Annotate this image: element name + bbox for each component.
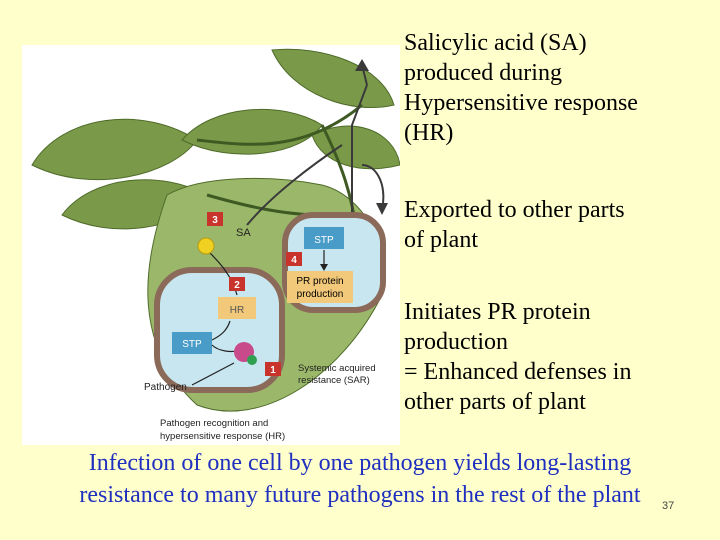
sa-dot <box>197 237 215 255</box>
stp-box-top <box>304 227 344 249</box>
hr-box <box>218 297 256 319</box>
stp-left-label: STP <box>182 339 202 350</box>
step-badge-3: 3 <box>207 212 223 226</box>
bullet-pr-protein: Initiates PR protein production = Enhanc… <box>404 299 632 415</box>
svg-text:3: 3 <box>212 215 218 226</box>
pr-protein-box <box>287 271 353 303</box>
svg-text:1: 1 <box>270 365 276 376</box>
pr-line2: production <box>297 289 344 300</box>
hr-label: HR <box>230 305 244 316</box>
caption-line1: Infection of one cell by one pathogen yi… <box>88 450 632 476</box>
sar-label-line1: Systemic acquired <box>298 363 376 374</box>
step-badge-1: 1 <box>265 362 281 376</box>
svg-text:2: 2 <box>234 280 240 291</box>
step-badge-4: 4 <box>286 252 302 266</box>
sar-diagram-svg: STP PR protein production HR STP SA <box>22 45 400 445</box>
stp-top-label: STP <box>314 235 334 246</box>
step-badge-2: 2 <box>229 277 245 291</box>
stp-box-left <box>172 332 212 354</box>
cell-hr: HR STP <box>154 252 285 393</box>
cell-sar: STP PR protein production <box>282 212 386 313</box>
caption-line2: resistance to many future pathogens in t… <box>79 482 641 508</box>
recognition-line1: Pathogen recognition and <box>160 418 268 429</box>
recognition-line2: hypersensitive response (HR) <box>160 431 285 442</box>
sa-label: SA <box>236 227 251 239</box>
pathogen-green <box>247 355 257 365</box>
bullet-sa-produced: Salicylic acid (SA) produced during Hype… <box>404 30 638 146</box>
bullet-exported: Exported to other parts of plant <box>404 197 625 253</box>
sar-diagram: STP PR protein production HR STP SA <box>22 45 400 445</box>
sar-label-line2: resistance (SAR) <box>298 375 370 386</box>
svg-text:4: 4 <box>291 255 297 266</box>
pr-line1: PR protein <box>296 276 343 287</box>
pathogen-label: Pathogen <box>144 382 187 393</box>
slide-number: 37 <box>662 500 675 512</box>
